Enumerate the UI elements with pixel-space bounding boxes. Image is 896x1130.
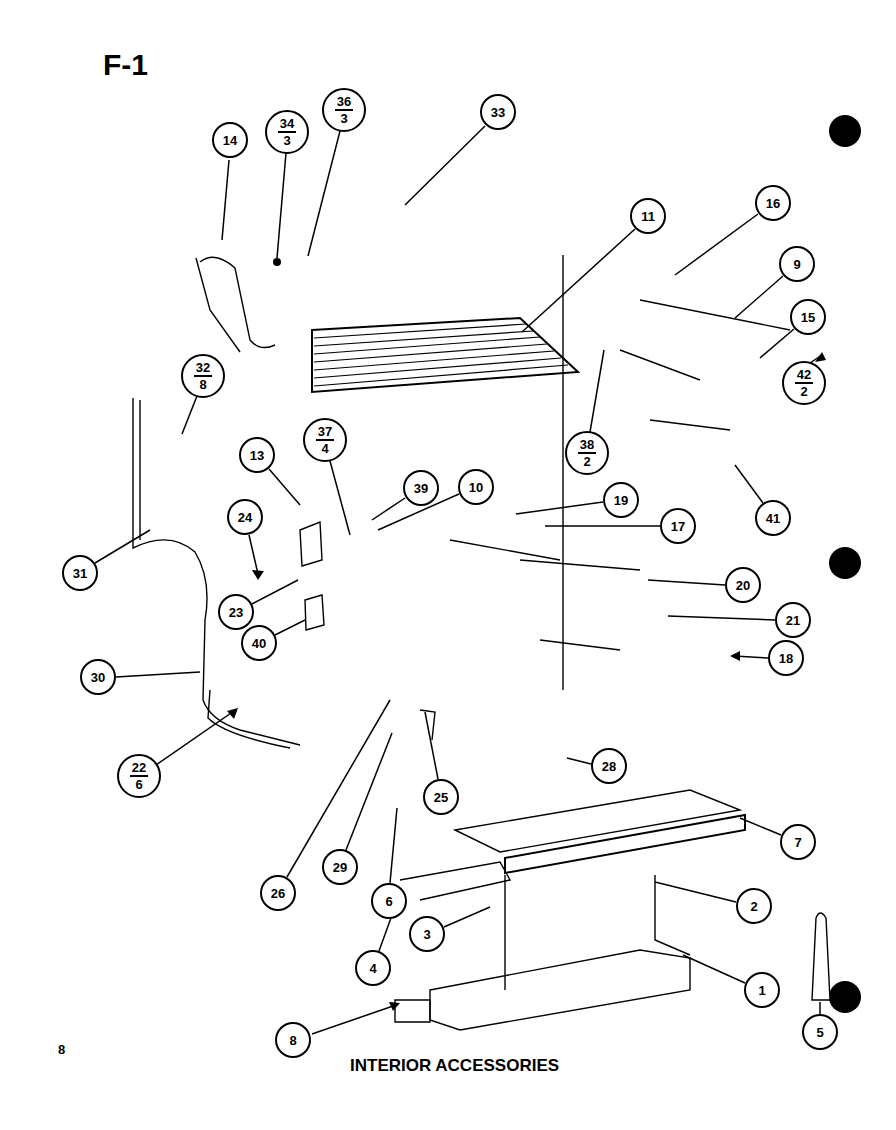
callout-number: 21 — [775, 602, 811, 638]
callout-text: 23 — [229, 606, 243, 619]
callout-number: 7 — [780, 824, 816, 860]
callout-number: 15 — [790, 299, 826, 335]
callout-text: 8 — [199, 377, 206, 391]
callout-text: 17 — [671, 520, 685, 533]
callout-text: 2 — [750, 900, 757, 913]
callout-text: 15 — [801, 311, 815, 324]
fraction-callout: 363 — [322, 88, 366, 132]
callout-number: 2 — [736, 888, 772, 924]
callout-number: 24 — [227, 499, 263, 535]
fraction-callout: 343 — [265, 110, 309, 154]
fraction-callout: 328 — [181, 354, 225, 398]
callout-text: 2 — [583, 454, 590, 468]
callout-text: 11 — [641, 210, 655, 223]
callout-number: 3 — [409, 916, 445, 952]
callout-text: 28 — [602, 760, 616, 773]
callout-number: 40 — [241, 625, 277, 661]
callout-text: 3 — [423, 928, 430, 941]
callout-number: 13 — [239, 437, 275, 473]
callout-text: 31 — [73, 567, 87, 580]
callout-number: 29 — [322, 849, 358, 885]
callout-number: 25 — [423, 779, 459, 815]
callout-text: 3 — [283, 133, 290, 147]
callout-text: 6 — [135, 777, 142, 791]
callout-number: 18 — [768, 640, 804, 676]
fraction-callout: 226 — [117, 754, 161, 798]
callout-text: 30 — [91, 671, 105, 684]
callout-number: 14 — [212, 122, 248, 158]
callout-number: 5 — [802, 1014, 838, 1050]
figure-caption: INTERIOR ACCESSORIES — [350, 1056, 559, 1076]
callout-text: 6 — [385, 895, 392, 908]
callout-text: 25 — [434, 791, 448, 804]
callout-text: 4 — [369, 962, 376, 975]
callout-text: 5 — [816, 1026, 823, 1039]
callout-text: 37 — [316, 425, 334, 441]
callout-number: 9 — [779, 246, 815, 282]
callout-text: 42 — [795, 368, 813, 384]
callout-text: 1 — [758, 984, 765, 997]
fraction-callout: 374 — [303, 418, 347, 462]
callout-text: 26 — [271, 887, 285, 900]
figure-title: F-1 — [103, 48, 148, 82]
callout-number: 6 — [371, 883, 407, 919]
callout-text: 10 — [469, 481, 483, 494]
callout-text: 13 — [250, 449, 264, 462]
callout-text: 21 — [786, 614, 800, 627]
callout-number: 23 — [218, 594, 254, 630]
callout-number: 16 — [755, 185, 791, 221]
page-number: 8 — [58, 1042, 65, 1057]
callout-number: 41 — [755, 500, 791, 536]
callout-number: 11 — [630, 198, 666, 234]
callout-text: 22 — [130, 761, 148, 777]
fraction-callout: 382 — [565, 431, 609, 475]
callout-text: 34 — [278, 117, 296, 133]
callout-number: 17 — [660, 508, 696, 544]
callout-text: 8 — [289, 1034, 296, 1047]
callout-number: 30 — [80, 659, 116, 695]
callout-text: 2 — [800, 384, 807, 398]
callout-number: 10 — [458, 469, 494, 505]
callout-text: 7 — [794, 836, 801, 849]
callout-number: 31 — [62, 555, 98, 591]
callout-text: 3 — [340, 111, 347, 125]
callout-number: 20 — [725, 567, 761, 603]
callout-number: 26 — [260, 875, 296, 911]
callout-number: 8 — [275, 1022, 311, 1058]
callout-text: 32 — [194, 361, 212, 377]
callout-number: 33 — [480, 94, 516, 130]
callout-text: 40 — [252, 637, 266, 650]
callout-text: 39 — [414, 482, 428, 495]
callout-text: 19 — [614, 494, 628, 507]
callout-number: 1 — [744, 972, 780, 1008]
callout-text: 38 — [578, 438, 596, 454]
callout-text: 20 — [736, 579, 750, 592]
callout-text: 14 — [223, 134, 237, 147]
callout-text: 24 — [238, 511, 252, 524]
callout-text: 33 — [491, 106, 505, 119]
callout-text: 29 — [333, 861, 347, 874]
callout-text: 9 — [793, 258, 800, 271]
callout-number: 28 — [591, 748, 627, 784]
callout-number: 19 — [603, 482, 639, 518]
callout-number: 4 — [355, 950, 391, 986]
callout-text: 16 — [766, 197, 780, 210]
callout-text: 36 — [335, 95, 353, 111]
fraction-callout: 422 — [782, 361, 826, 405]
callout-number: 39 — [403, 470, 439, 506]
callout-text: 41 — [766, 512, 780, 525]
callout-text: 18 — [779, 652, 793, 665]
callout-text: 4 — [321, 441, 328, 455]
